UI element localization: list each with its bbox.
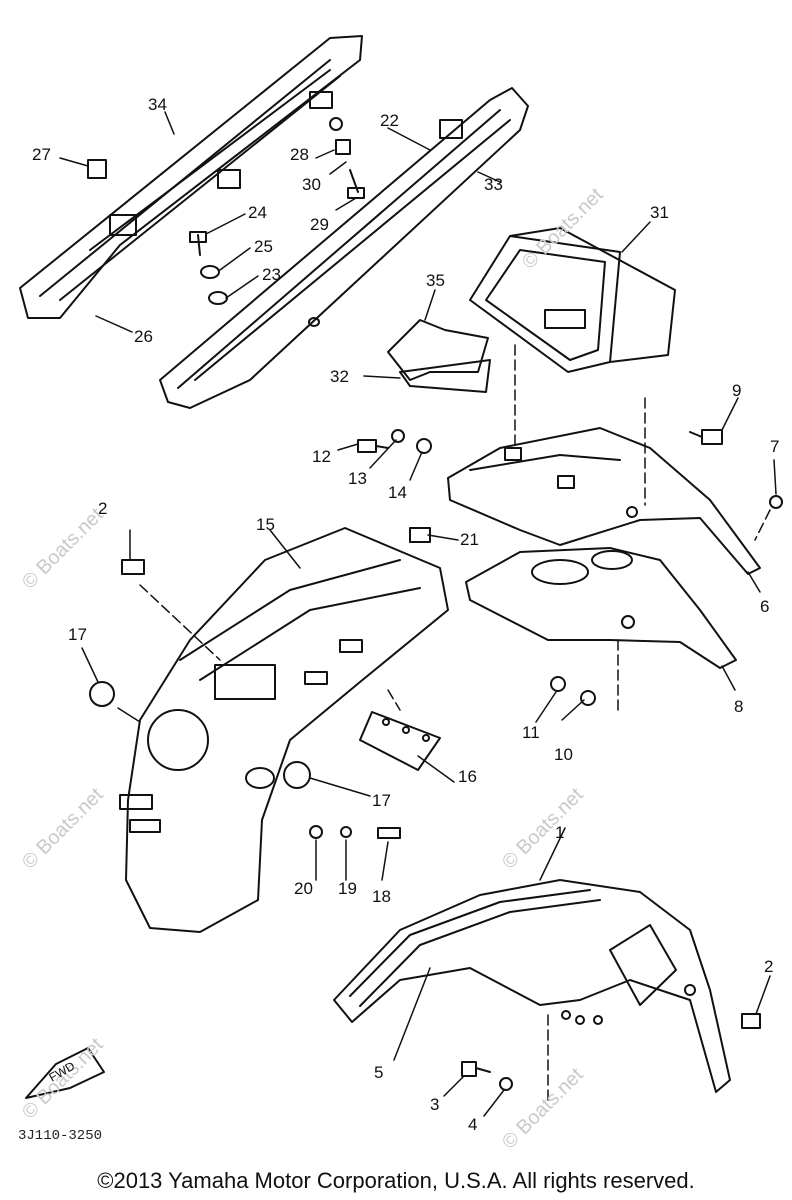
callout-9: 9 [732, 381, 741, 400]
callout-30: 30 [302, 175, 321, 194]
callout-17-upper: 17 [68, 625, 87, 644]
leader-lines [59, 111, 777, 1117]
assembly-lines [139, 344, 771, 1106]
callout-24: 24 [248, 203, 267, 222]
side-cover-34 [19, 35, 363, 319]
callout-14: 14 [388, 483, 407, 502]
callout-17-lower: 17 [372, 791, 391, 810]
watermark-text: © Boats.net [498, 784, 588, 874]
diagram-code: 3J110-3250 [18, 1128, 103, 1144]
callout-33: 33 [484, 175, 503, 194]
callout-1: 1 [555, 823, 564, 842]
callout-4: 4 [468, 1115, 477, 1134]
callout-20: 20 [294, 879, 313, 898]
callout-25: 25 [254, 237, 273, 256]
callout-32: 32 [330, 367, 349, 386]
callout-7: 7 [770, 437, 779, 456]
callout-3: 3 [430, 1095, 439, 1114]
callout-12: 12 [312, 447, 331, 466]
callout-18: 18 [372, 887, 391, 906]
callout-19: 19 [338, 879, 357, 898]
callout-10: 10 [554, 745, 573, 764]
front-fender-1 [333, 879, 731, 1093]
callout-5: 5 [374, 1063, 383, 1082]
inner-fender-15 [119, 527, 449, 933]
parts-diagram: 1 2 3 4 5 6 7 8 9 10 11 12 13 14 15 16 1… [18, 35, 783, 1154]
callout-6: 6 [760, 597, 769, 616]
callout-26: 26 [134, 327, 153, 346]
callout-2-inner-fender: 2 [98, 499, 107, 518]
callout-21: 21 [460, 530, 479, 549]
callout-29: 29 [310, 215, 329, 234]
fwd-arrow-icon [25, 1047, 105, 1099]
plate-16 [359, 711, 441, 771]
callout-8: 8 [734, 697, 743, 716]
rear-fender-lower-8 [465, 547, 737, 669]
callout-34: 34 [148, 95, 167, 114]
fasteners [87, 117, 783, 1091]
watermark-text: © Boats.net [18, 504, 108, 594]
callout-31: 31 [650, 203, 669, 222]
callout-11: 11 [522, 723, 540, 742]
watermark-text: © Boats.net [18, 784, 108, 874]
callout-15: 15 [256, 515, 275, 534]
copyright-notice: ©2013 Yamaha Motor Corporation, U.S.A. A… [97, 1168, 695, 1193]
battery-box-31 [469, 227, 676, 373]
callout-27: 27 [32, 145, 51, 164]
watermark-text: © Boats.net [498, 1064, 588, 1154]
callout-22: 22 [380, 111, 399, 130]
rear-fender-upper-6 [447, 427, 761, 575]
callout-28: 28 [290, 145, 309, 164]
callout-23: 23 [262, 265, 281, 284]
callout-35: 35 [426, 271, 445, 290]
side-cover-33 [159, 87, 529, 409]
callout-13: 13 [348, 469, 367, 488]
callout-labels: 1 2 3 4 5 6 7 8 9 10 11 12 13 14 15 16 1… [32, 95, 779, 1134]
watermarks: © Boats.net © Boats.net © Boats.net © Bo… [18, 184, 608, 1154]
callout-2: 2 [764, 957, 773, 976]
bracket-35 [387, 319, 491, 393]
callout-16: 16 [458, 767, 477, 786]
